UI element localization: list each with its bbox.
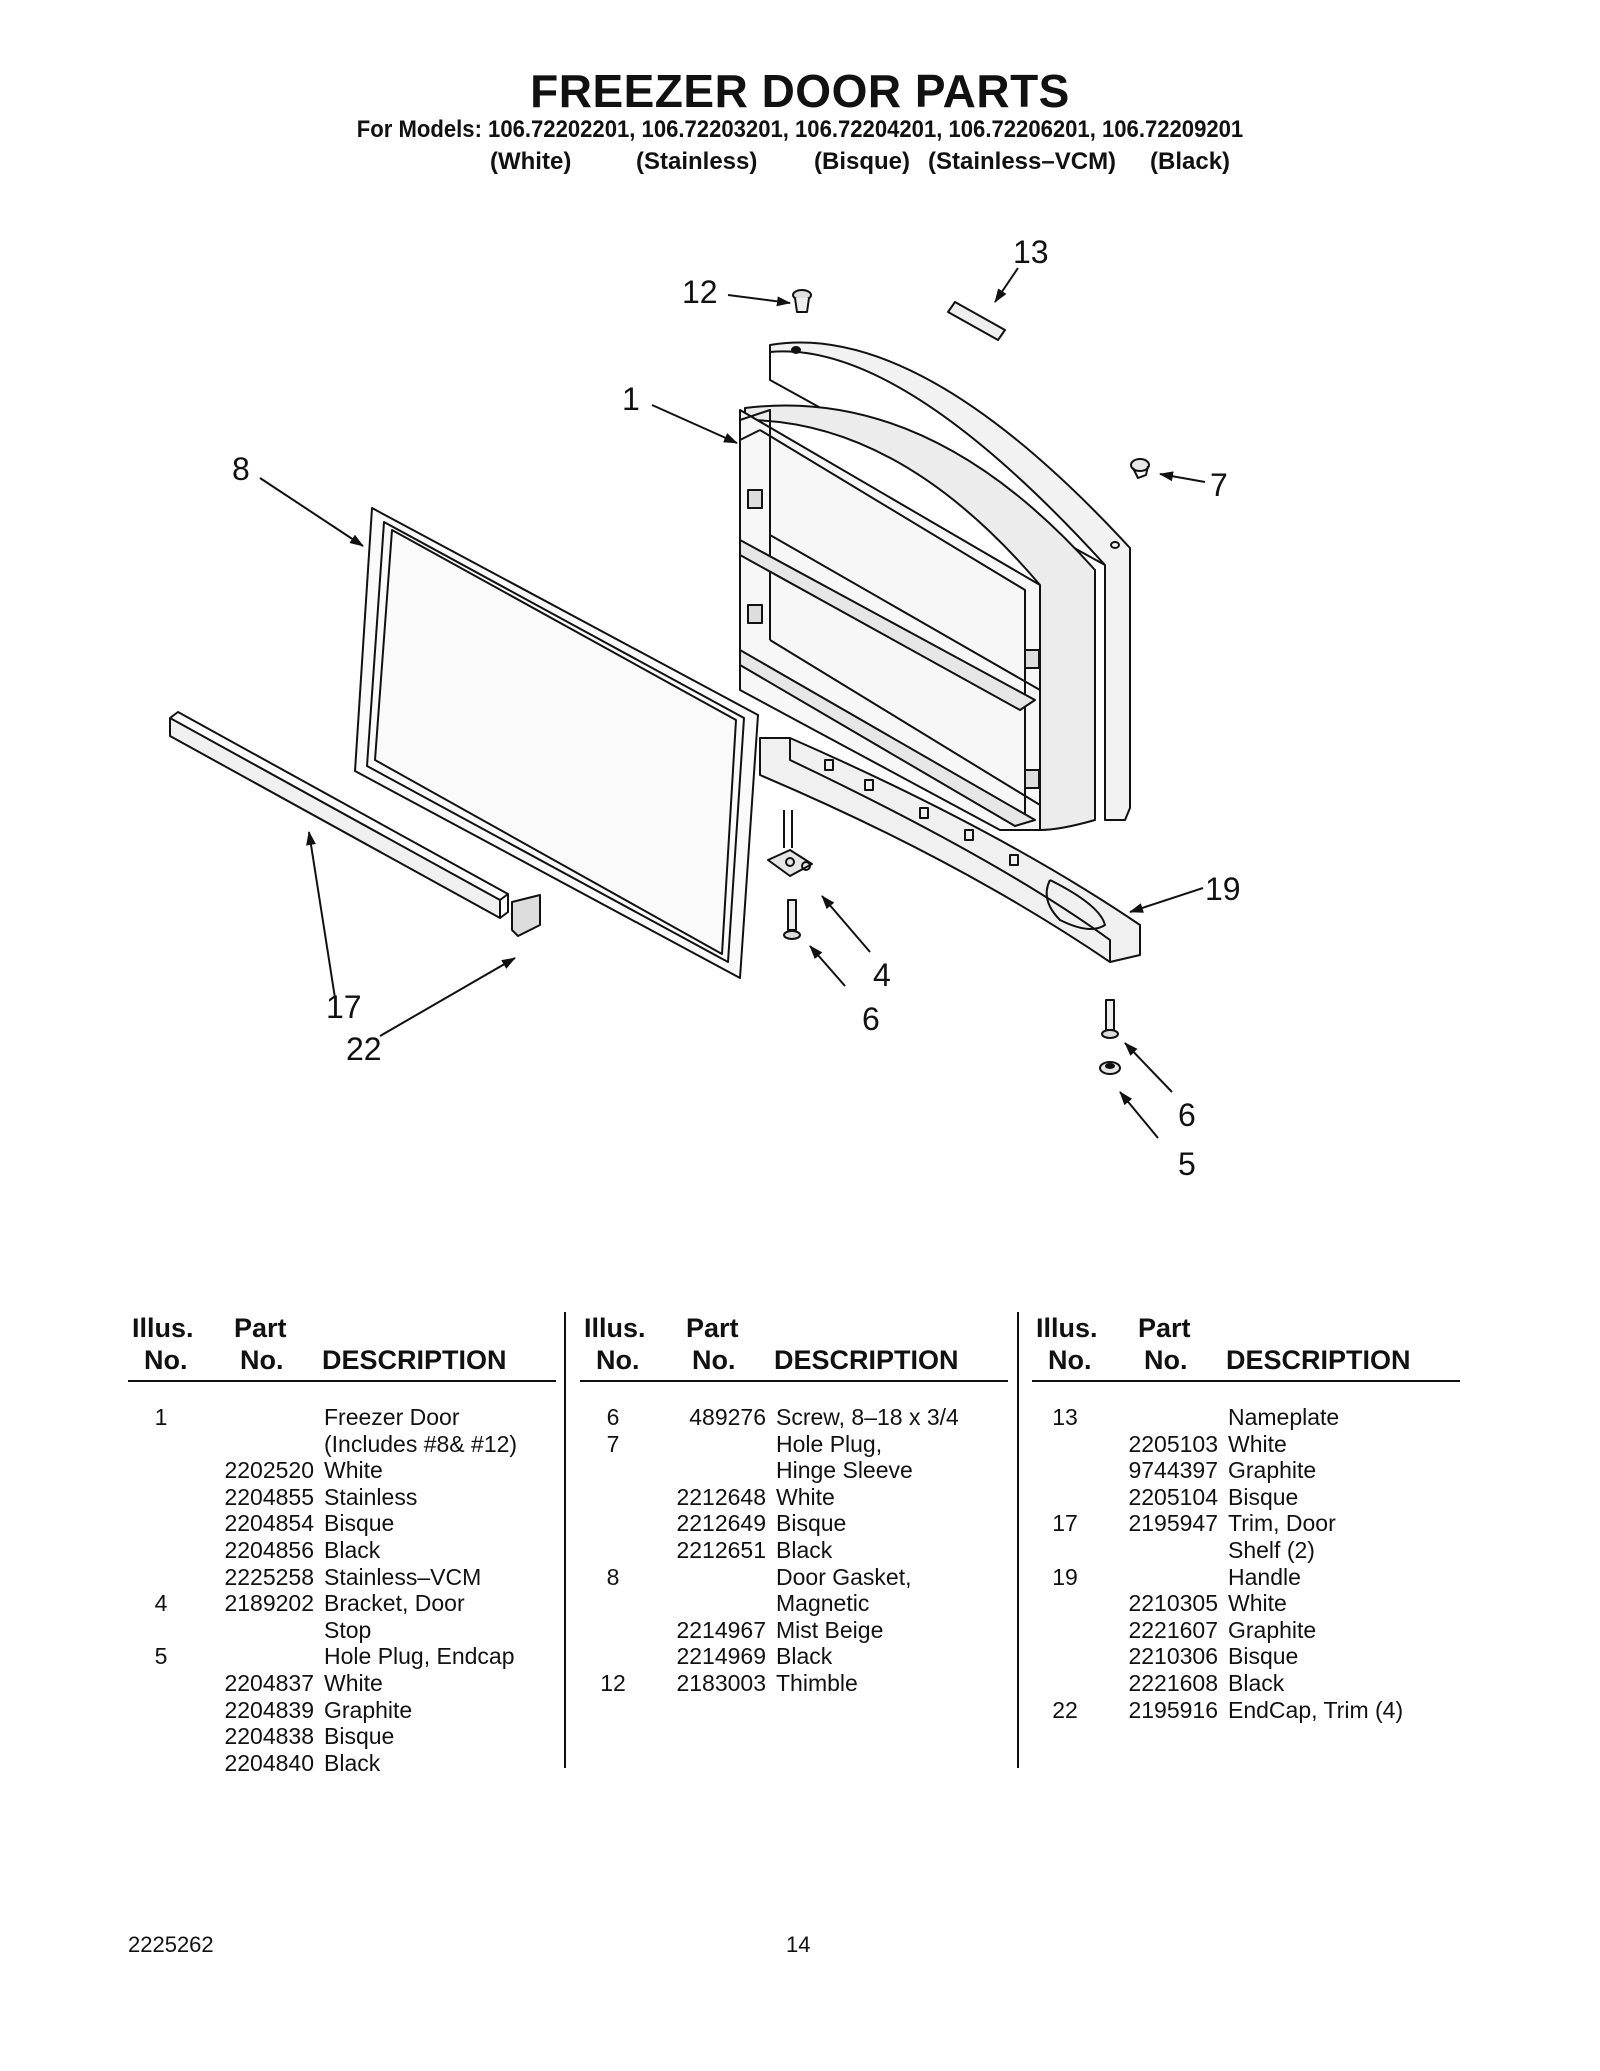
finish-white: (White): [490, 148, 572, 175]
callout-22: 22: [346, 1031, 382, 1067]
header-description: DESCRIPTION: [322, 1345, 507, 1375]
finish-stainless: (Stainless): [636, 148, 758, 175]
page-title: FREEZER DOOR PARTS: [530, 65, 1070, 117]
freezer-door-drawing: [739, 341, 1131, 831]
thimble-drawing: [792, 289, 812, 313]
callout-5: 5: [1178, 1146, 1196, 1182]
models-line: For Models: 106.72202201, 106.72203201, …: [356, 116, 1244, 143]
table-row: Shelf (2): [1228, 1536, 1315, 1563]
callout-13: 13: [1013, 234, 1049, 270]
column-divider: [564, 1312, 566, 1768]
header-illus-no: No.: [596, 1345, 640, 1375]
header-illus: Illus.: [1036, 1313, 1098, 1343]
document-number: 2225262: [128, 1932, 214, 1957]
hole-plug-drawing: [1130, 458, 1150, 479]
finish-bisque: (Bisque): [814, 148, 910, 175]
handle-drawing: [759, 737, 1141, 963]
finish-stainless-vcm: (Stainless–VCM): [928, 148, 1117, 175]
callout-6-right: 6: [1178, 1097, 1196, 1133]
table-row: Hinge Sleeve: [776, 1457, 913, 1484]
table-row: Stop: [324, 1616, 372, 1643]
bracket-drawing: [767, 810, 813, 877]
header-part: Part: [234, 1313, 287, 1343]
header-part: Part: [686, 1313, 739, 1343]
trim-shelf-drawing: [169, 711, 509, 919]
header-rule: [1032, 1380, 1460, 1382]
callout-6-left: 6: [862, 1001, 880, 1037]
header-illus-no: No.: [1048, 1345, 1092, 1375]
header-illus: Illus.: [584, 1313, 646, 1343]
header-rule: [128, 1380, 556, 1382]
nameplate-drawing: [947, 301, 1006, 341]
header-illus-no: No.: [144, 1345, 188, 1375]
screw-drawing: [783, 899, 801, 940]
callout-8: 8: [232, 451, 250, 487]
column-divider: [1017, 1312, 1019, 1768]
header-description: DESCRIPTION: [1226, 1345, 1411, 1375]
callout-19: 19: [1205, 871, 1241, 907]
header-part-no: No.: [692, 1345, 736, 1375]
screw-lower-drawing: [1101, 999, 1119, 1039]
page-number: 14: [786, 1932, 811, 1957]
callout-17: 17: [326, 989, 362, 1025]
header-part-no: No.: [1144, 1345, 1188, 1375]
header-illus: Illus.: [132, 1313, 194, 1343]
exploded-parts-diagram: 12 13 1 7 8 19 4 6 6 5 17 22: [169, 234, 1241, 1182]
callout-4: 4: [873, 957, 891, 993]
door-gasket-drawing: [354, 507, 759, 979]
table-row: Magnetic: [776, 1590, 870, 1617]
hole-plug-endcap-drawing: [1099, 1061, 1121, 1075]
header-part: Part: [1138, 1313, 1191, 1343]
header-rule: [580, 1380, 1008, 1382]
end-cap-drawing: [511, 894, 541, 937]
table-row: (Includes #8& #12): [324, 1430, 518, 1457]
header-description: DESCRIPTION: [774, 1345, 959, 1375]
finish-black: (Black): [1150, 148, 1231, 175]
header-part-no: No.: [240, 1345, 284, 1375]
callout-1: 1: [622, 381, 640, 417]
callout-7: 7: [1210, 467, 1228, 503]
callout-12: 12: [682, 274, 718, 310]
